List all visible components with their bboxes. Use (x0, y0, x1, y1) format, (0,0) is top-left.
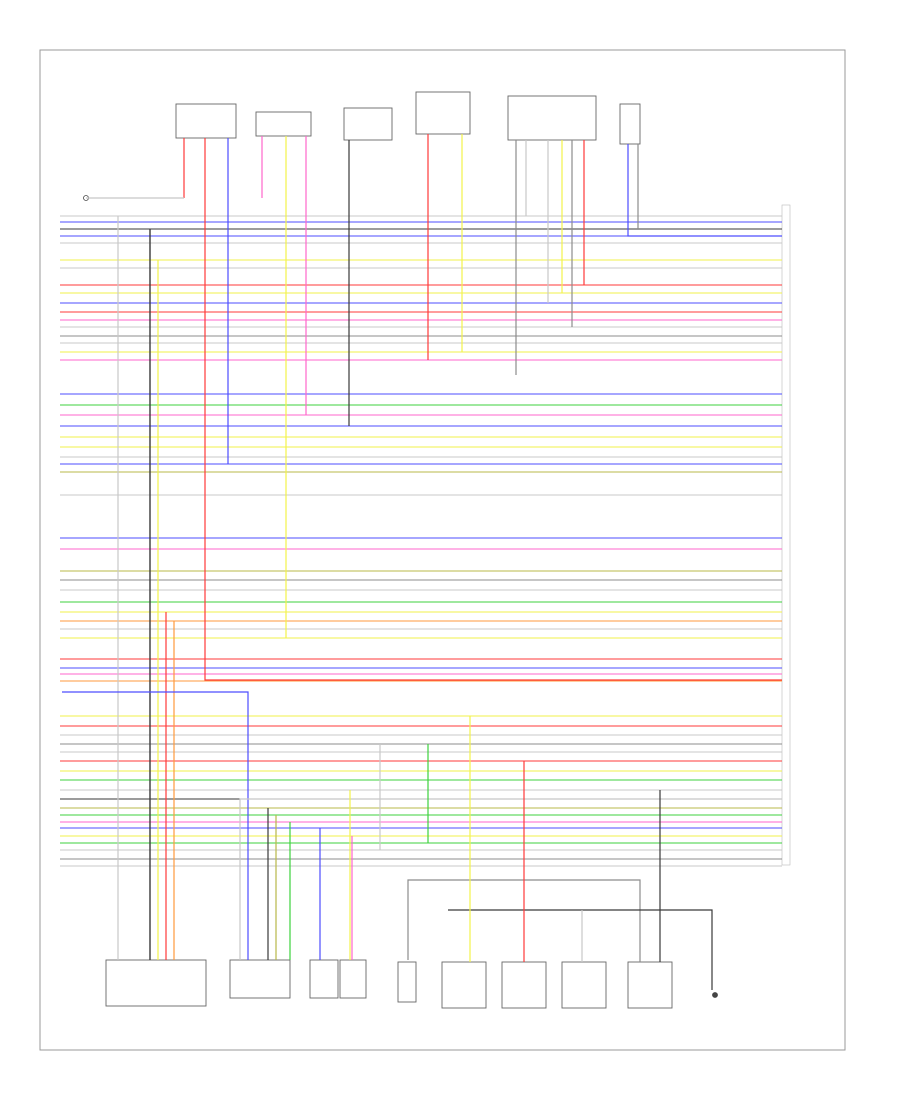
wire-95 (448, 909, 713, 990)
top-component-2 (255, 111, 312, 137)
bottom-components (105, 959, 718, 1009)
bottom-component-5 (397, 961, 417, 1003)
wire-85 (239, 798, 782, 960)
wire-62 (204, 138, 782, 681)
top-component-5 (507, 95, 597, 141)
ground-symbol-right (712, 992, 718, 998)
bottom-component-9 (627, 961, 673, 1009)
bottom-component-4 (339, 959, 367, 999)
wire-83 (62, 691, 249, 960)
wire-76 (627, 144, 782, 237)
wires (60, 134, 782, 990)
bottom-component-8 (561, 961, 607, 1009)
bottom-component-2 (229, 959, 291, 999)
diagram-frame (39, 49, 846, 1051)
bottom-component-6 (441, 961, 487, 1009)
top-component-3 (343, 107, 393, 141)
control-module-connector (781, 204, 791, 866)
top-component-1 (175, 103, 237, 139)
bottom-component-7 (501, 961, 547, 1009)
bottom-component-1 (105, 959, 207, 1007)
top-components (83, 91, 641, 201)
top-component-4 (415, 91, 471, 135)
top-component-6 (619, 103, 641, 145)
bottom-component-3 (309, 959, 339, 999)
